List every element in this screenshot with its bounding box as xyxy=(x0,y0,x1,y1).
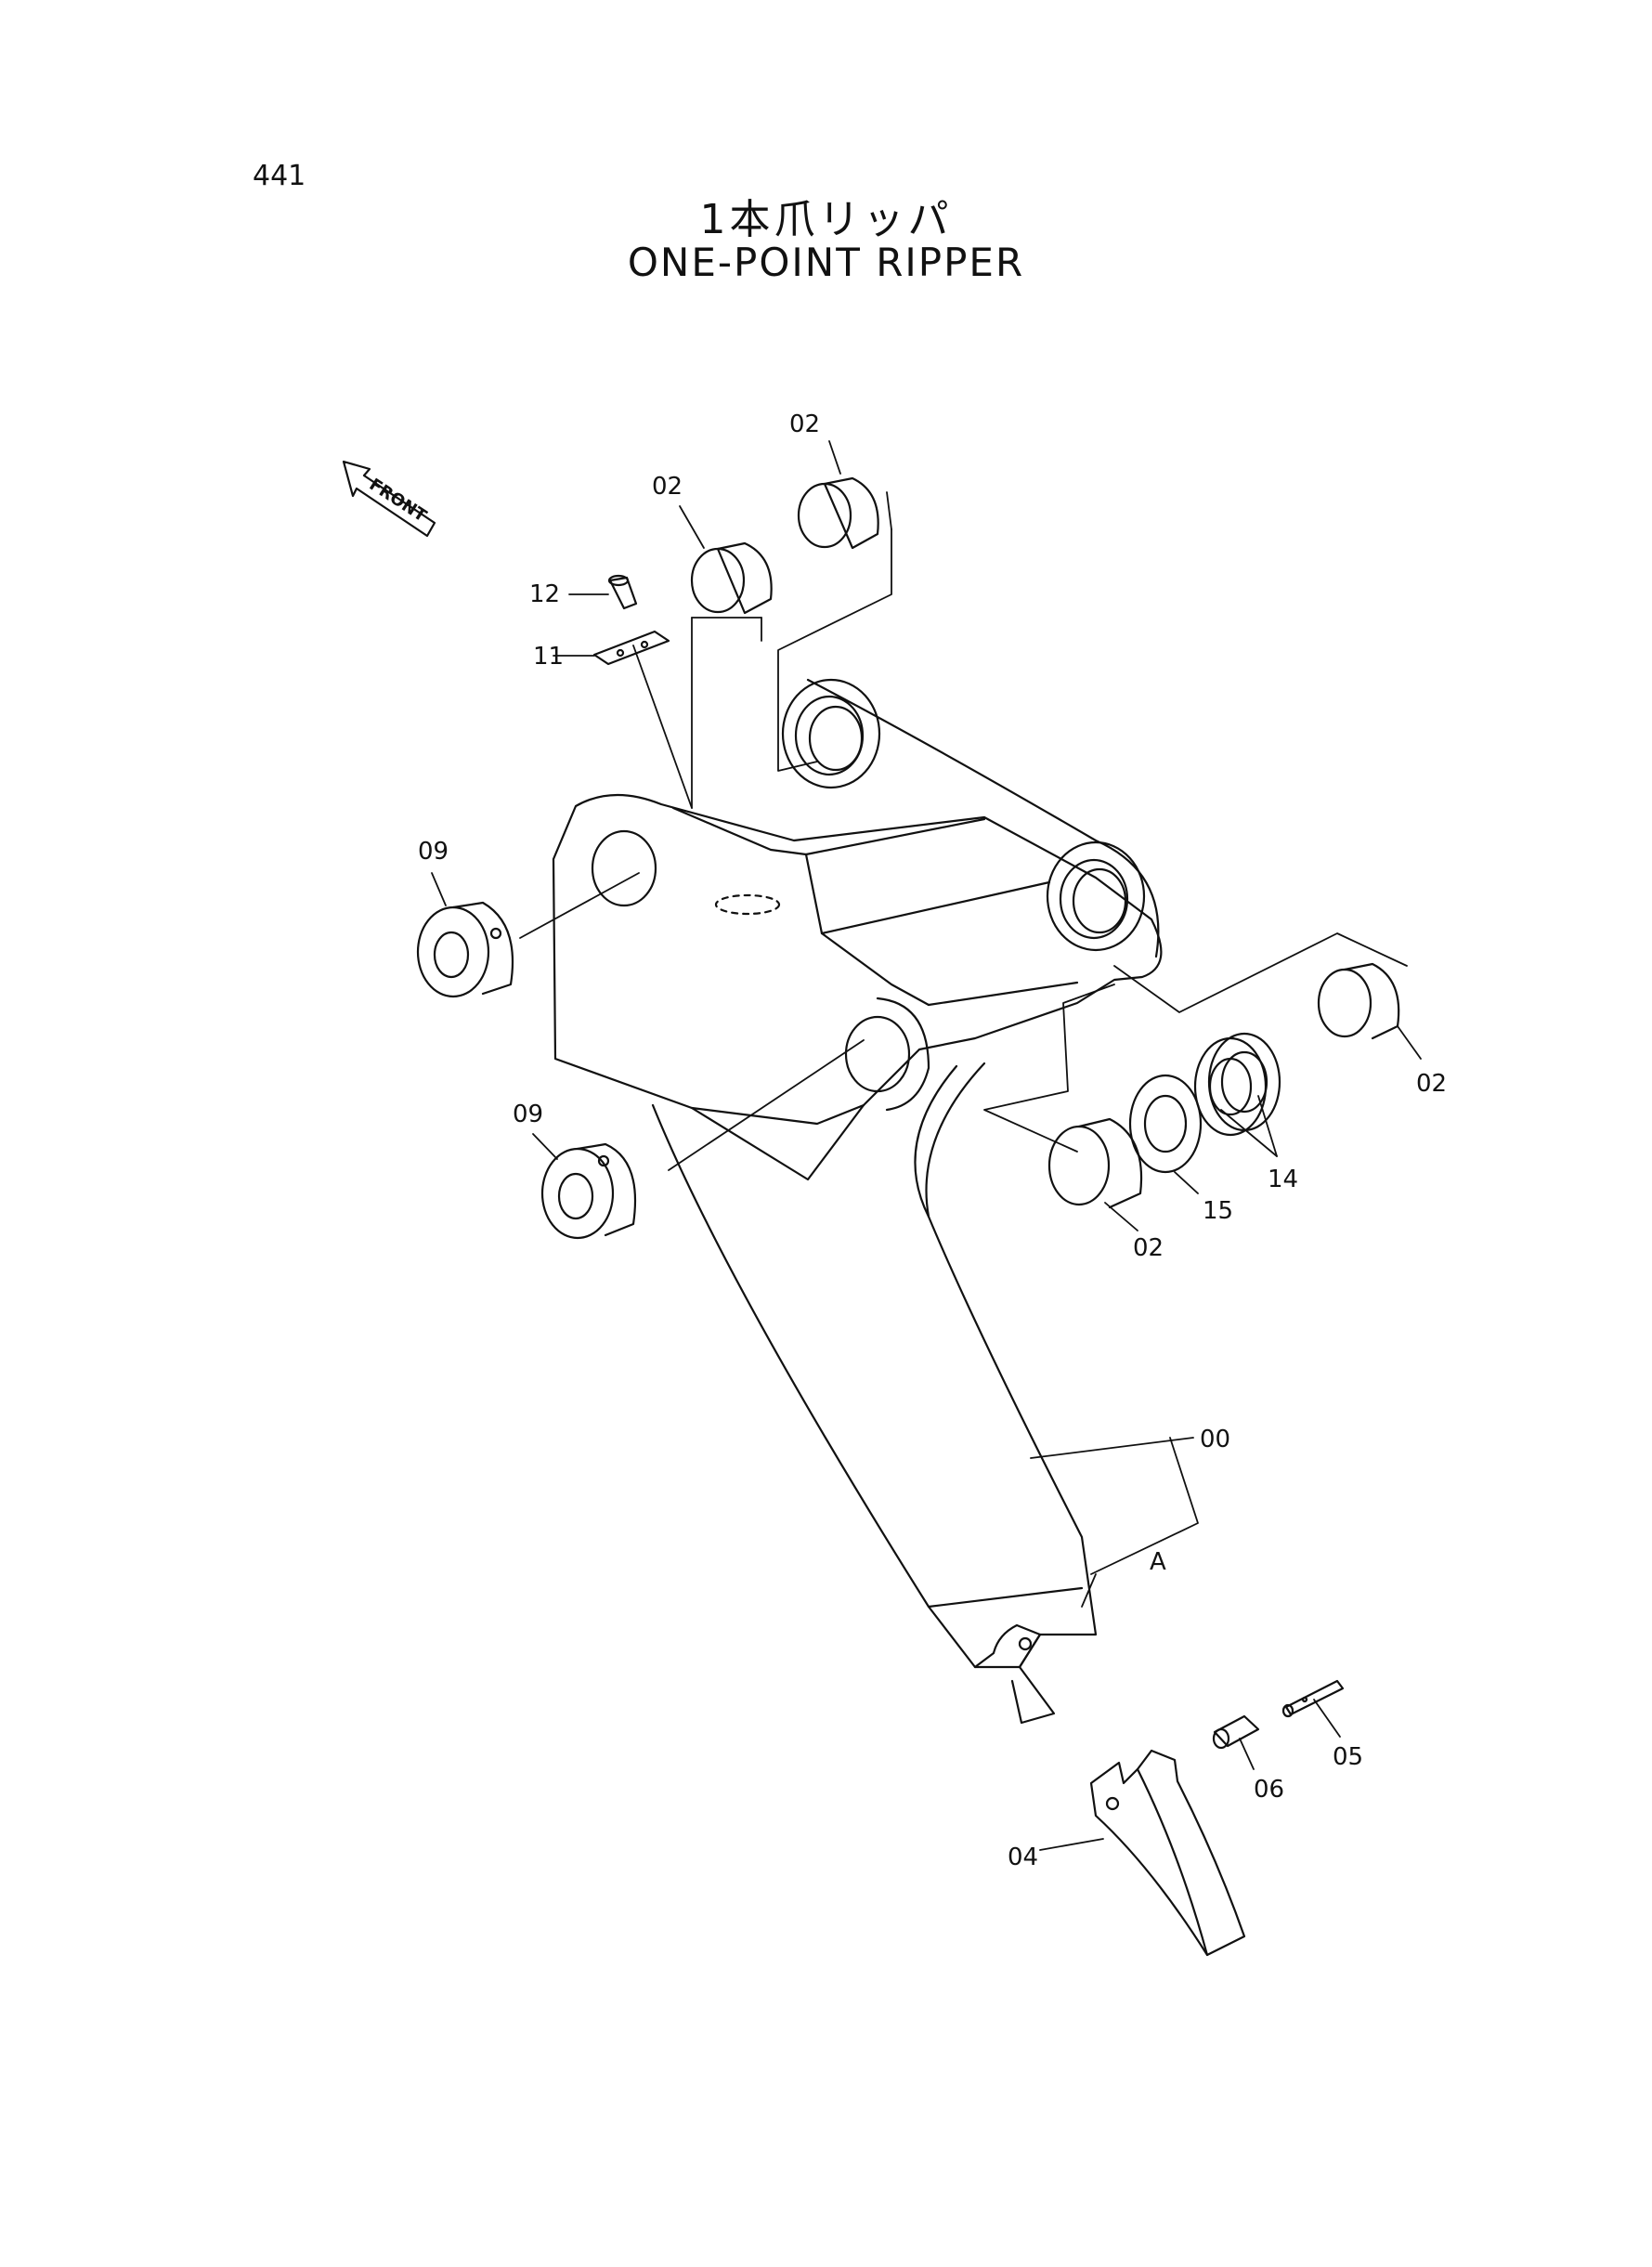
collar-09-b xyxy=(540,1142,637,1240)
callout-02-b: 02 xyxy=(652,473,683,501)
upper-boss xyxy=(781,678,881,789)
callout-02-d: 02 xyxy=(1133,1234,1164,1262)
bolt-12 xyxy=(607,574,638,610)
lock-pin-05 xyxy=(1281,1679,1345,1718)
front-arrow-icon: FRONT xyxy=(342,460,436,538)
callout-11: 11 xyxy=(533,643,564,671)
callout-04: 04 xyxy=(1008,1844,1038,1871)
callout-a: A xyxy=(1150,1548,1166,1576)
bushing-02-c xyxy=(1047,1117,1143,1209)
bushing-02-d xyxy=(1317,962,1400,1040)
callout-00: 00 xyxy=(1200,1426,1230,1453)
ripper-body xyxy=(552,678,1163,1725)
title-japanese: 1本爪リッパ xyxy=(699,196,953,243)
callout-14: 14 xyxy=(1268,1166,1298,1193)
callout-09-a: 09 xyxy=(418,838,449,866)
page-number: 441 xyxy=(253,160,306,192)
callout-09-b: 09 xyxy=(513,1101,543,1128)
collar-09-a xyxy=(416,901,514,998)
leader-lines xyxy=(519,491,1408,1171)
callout-15: 15 xyxy=(1203,1197,1233,1225)
callout-leaders xyxy=(431,440,1422,1851)
pin-06 xyxy=(1212,1714,1260,1750)
callout-06: 06 xyxy=(1254,1776,1284,1804)
callout-05: 05 xyxy=(1333,1743,1363,1771)
callout-02-c: 02 xyxy=(1416,1070,1447,1098)
seal-14 xyxy=(1193,1032,1281,1137)
tooth-04 xyxy=(1089,1749,1246,1957)
callout-02-a: 02 xyxy=(789,410,820,438)
lower-boss xyxy=(1046,840,1146,952)
bushing-02-b xyxy=(797,476,879,550)
washer-15 xyxy=(1128,1074,1203,1174)
callout-12: 12 xyxy=(529,580,560,608)
plate-11 xyxy=(592,630,670,666)
bushing-02-a xyxy=(690,541,773,615)
title-english: ONE-POINT RIPPER xyxy=(627,240,1025,285)
